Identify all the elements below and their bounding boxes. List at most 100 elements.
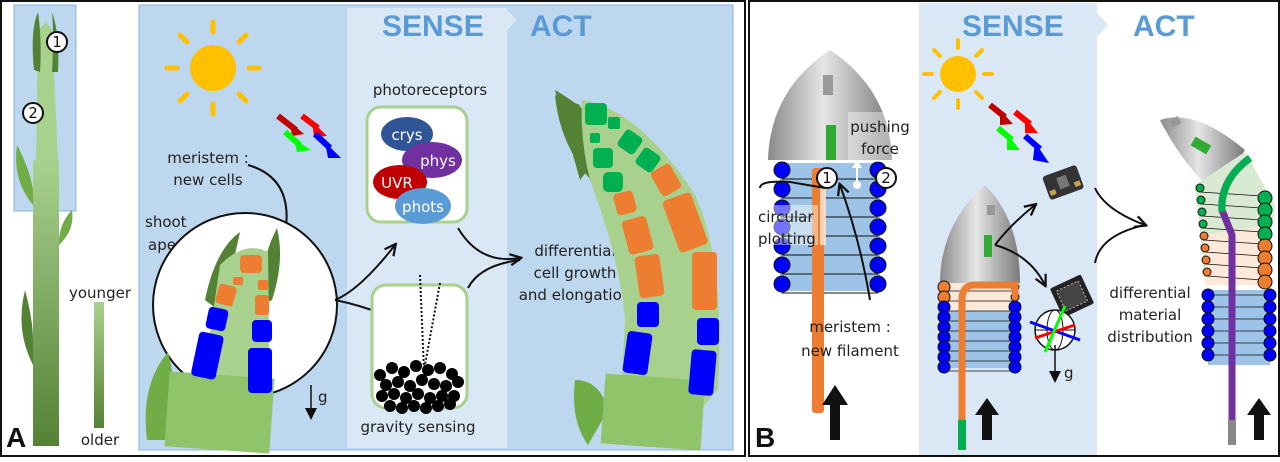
coil-bead <box>1201 312 1215 326</box>
statolith <box>404 380 416 392</box>
statolith <box>386 362 398 374</box>
whole-plant: 1 2 <box>13 4 77 446</box>
leaf <box>32 12 41 72</box>
marker-1-label: 1 <box>52 33 62 51</box>
marker-1-circle <box>46 31 68 53</box>
coil-bead <box>1257 274 1273 290</box>
arrow-from-photoreceptors <box>457 227 520 259</box>
growth-arrow-b3 <box>1247 398 1271 440</box>
uvr-label: UVR <box>381 174 413 192</box>
arrow-to-photoreceptors <box>334 245 395 301</box>
coil-bead <box>1196 195 1206 205</box>
stem-tip <box>36 22 58 160</box>
coil-bead <box>773 161 791 179</box>
coil-bead <box>1201 348 1215 362</box>
phys-label: phys <box>420 152 456 170</box>
coil-bead <box>773 180 791 198</box>
coil-bead <box>773 218 791 236</box>
imu-chip <box>1050 274 1094 318</box>
statolith <box>412 388 424 400</box>
statolith <box>420 402 432 414</box>
statoliths <box>374 360 464 414</box>
coil-bead <box>1263 324 1277 338</box>
leaf <box>16 145 33 205</box>
coil-bead <box>937 360 951 374</box>
statolith <box>444 398 456 410</box>
pushing-force-line2: force <box>861 140 899 158</box>
shoot-apex-label-line1: shoot <box>145 213 187 231</box>
statolith <box>408 400 420 412</box>
coil-bead <box>1199 231 1209 241</box>
coil-bead <box>773 237 791 255</box>
panel-a: 1 2 younger older A SENSE ACT <box>0 0 746 457</box>
act-label-line3: and elongation <box>519 286 632 304</box>
sense-title-a: SENSE <box>382 10 484 43</box>
coils <box>773 161 887 294</box>
act-label-line2: cell growth <box>534 264 617 282</box>
coil-bead <box>1263 288 1277 302</box>
coil-bead <box>773 275 791 293</box>
panel-b: B 1 2 pushing force circular plotting <box>748 0 1280 457</box>
coil-bead <box>1197 207 1207 217</box>
statolith <box>434 362 446 374</box>
statolith <box>396 402 408 414</box>
robot-sensing <box>937 185 1022 450</box>
meristem-arrow-b <box>840 185 871 301</box>
age-gradient-bar <box>94 302 104 428</box>
coil-bead <box>1201 324 1215 338</box>
act-label-line1: differential <box>534 242 615 260</box>
marker-1-b: 1 <box>822 169 832 187</box>
coil-bead <box>1263 348 1277 362</box>
gravity-sensing-label: gravity sensing <box>360 418 475 436</box>
pushing-force-arrow <box>852 160 862 168</box>
statolith <box>422 364 434 376</box>
coil-bead <box>869 256 887 274</box>
growth-arrow-b1 <box>822 385 848 440</box>
circular-plotting-line1: circular <box>758 208 814 226</box>
statolith <box>398 366 410 378</box>
meristem-label-line2: new cells <box>173 171 243 189</box>
age-gradient-legend: younger older <box>69 284 132 449</box>
coil-bead <box>1263 312 1277 326</box>
statolith <box>436 390 448 402</box>
bent-shoot <box>555 90 720 451</box>
light-rays-icon <box>276 113 341 158</box>
coil-bead <box>1201 288 1215 302</box>
statolith <box>424 392 436 404</box>
meristem-label-line1: meristem : <box>167 149 249 167</box>
circular-plotting-line2: plotting <box>758 230 816 248</box>
photoreceptors-label: photoreceptors <box>373 81 488 99</box>
coil-bead <box>869 199 887 217</box>
statolith <box>384 400 396 412</box>
statolith <box>410 360 422 372</box>
coil-bead <box>1201 300 1215 314</box>
coil-bead <box>1263 336 1277 350</box>
act-title-b: ACT <box>1133 10 1195 43</box>
stem <box>33 160 59 446</box>
gravity-symbol-a: g <box>318 388 328 406</box>
coil-bead <box>1201 255 1211 265</box>
statolith <box>388 388 400 400</box>
sense-act-chevron <box>507 10 517 30</box>
crys-label: crys <box>391 126 422 144</box>
meristem-b-line2: new filament <box>801 342 899 360</box>
coil-bead <box>1201 336 1215 350</box>
coil-bead <box>1202 267 1212 277</box>
act-b-line1: differential <box>1109 284 1190 302</box>
marker-2-label: 2 <box>28 104 38 122</box>
shoot-apex-zoom <box>145 212 338 454</box>
robot-overview: 1 2 pushing force circular plotting meri… <box>758 50 910 440</box>
coil-bead <box>869 218 887 236</box>
act-b-line3: distribution <box>1107 328 1192 346</box>
coil-bead <box>1263 300 1277 314</box>
robot-bending <box>1160 116 1277 445</box>
coil-bead <box>1200 243 1210 253</box>
arrow-from-light-sensor <box>1094 187 1145 225</box>
statolith <box>432 400 444 412</box>
older-label: older <box>81 431 120 449</box>
statolith <box>428 378 440 390</box>
act-b-line2: material <box>1119 306 1182 324</box>
growth-arrow-b2 <box>975 398 999 440</box>
marker-2-b: 2 <box>881 169 891 187</box>
